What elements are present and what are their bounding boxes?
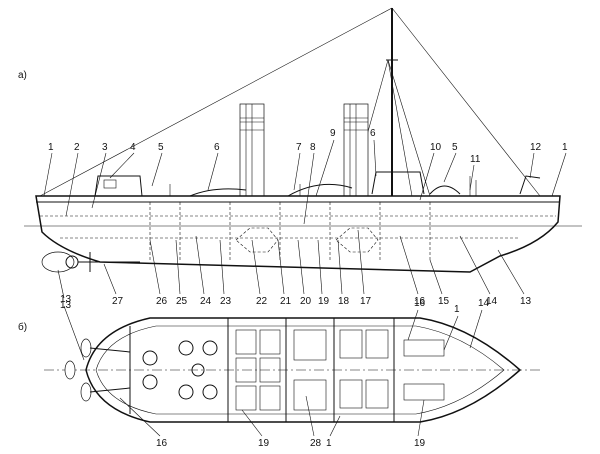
callout-label: 8 (310, 142, 316, 153)
funnel-aft (239, 103, 265, 197)
deck-structures (94, 171, 541, 197)
callout-label: 1 (48, 142, 54, 153)
callout-label: 21 (280, 296, 292, 307)
callout-label: 28 (310, 438, 322, 449)
mast (386, 8, 398, 196)
callout-label: 15 (438, 296, 450, 307)
callout-label: 18 (338, 296, 350, 307)
plan-compartments (129, 318, 445, 422)
callout-label: 5 (158, 142, 164, 153)
plan-view: б) (18, 294, 540, 449)
view-label-plan: б) (18, 321, 27, 333)
callout-label: 6 (214, 142, 220, 153)
boilers-plan (142, 340, 218, 400)
funnel-forward (343, 103, 369, 197)
callout-label: 3 (102, 142, 108, 153)
callout-label: 13 (60, 294, 72, 305)
callout-label: 1 (562, 142, 568, 153)
callout-label: 14 (486, 296, 498, 307)
callout-label: 14 (478, 298, 490, 309)
plan-leaders (63, 305, 483, 437)
callout-label: 26 (156, 296, 168, 307)
propellers-plan (64, 338, 131, 402)
callout-label: 13 (60, 300, 72, 311)
callout-label: 19 (318, 296, 330, 307)
side-elevation-view: а) (18, 7, 582, 311)
callout-label: 11 (470, 154, 481, 165)
callout-label: 23 (220, 296, 232, 307)
callout-label: 2 (74, 142, 80, 153)
callout-label: 22 (256, 296, 268, 307)
callout-label: 5 (452, 142, 458, 153)
hull-plan (85, 317, 522, 423)
callout-label: 20 (300, 296, 312, 307)
side-callouts: 1 2 3 4 5 6 7 8 9 6 10 5 11 12 1 13 27 2… (48, 128, 568, 311)
rigging (39, 7, 541, 197)
callout-label: 7 (296, 142, 302, 153)
callout-label: 16 (414, 296, 426, 307)
propeller-rudder (41, 251, 140, 273)
callout-label: 1 (454, 304, 460, 315)
callout-label: 17 (360, 296, 372, 307)
callout-label: 10 (430, 142, 442, 153)
callout-label: 27 (112, 296, 124, 307)
callout-label: 16 (156, 438, 168, 449)
callout-label: 16 (414, 298, 426, 309)
callout-label: 24 (200, 296, 212, 307)
callout-label: 19 (258, 438, 270, 449)
callout-label: 12 (530, 142, 542, 153)
view-label-side: а) (18, 70, 27, 81)
callout-label: 19 (414, 438, 426, 449)
callout-label: 9 (330, 128, 336, 139)
side-leaders (43, 139, 567, 299)
plan-callouts: 13 16 19 28 1 16 14 1 19 (60, 294, 490, 449)
callout-label: 4 (130, 142, 136, 153)
callout-label: 6 (370, 128, 376, 139)
hull-side (24, 195, 582, 273)
callout-label: 25 (176, 296, 188, 307)
callout-label: 1 (326, 438, 332, 449)
internal-bulkheads (149, 202, 431, 262)
callout-label: 13 (520, 296, 532, 307)
